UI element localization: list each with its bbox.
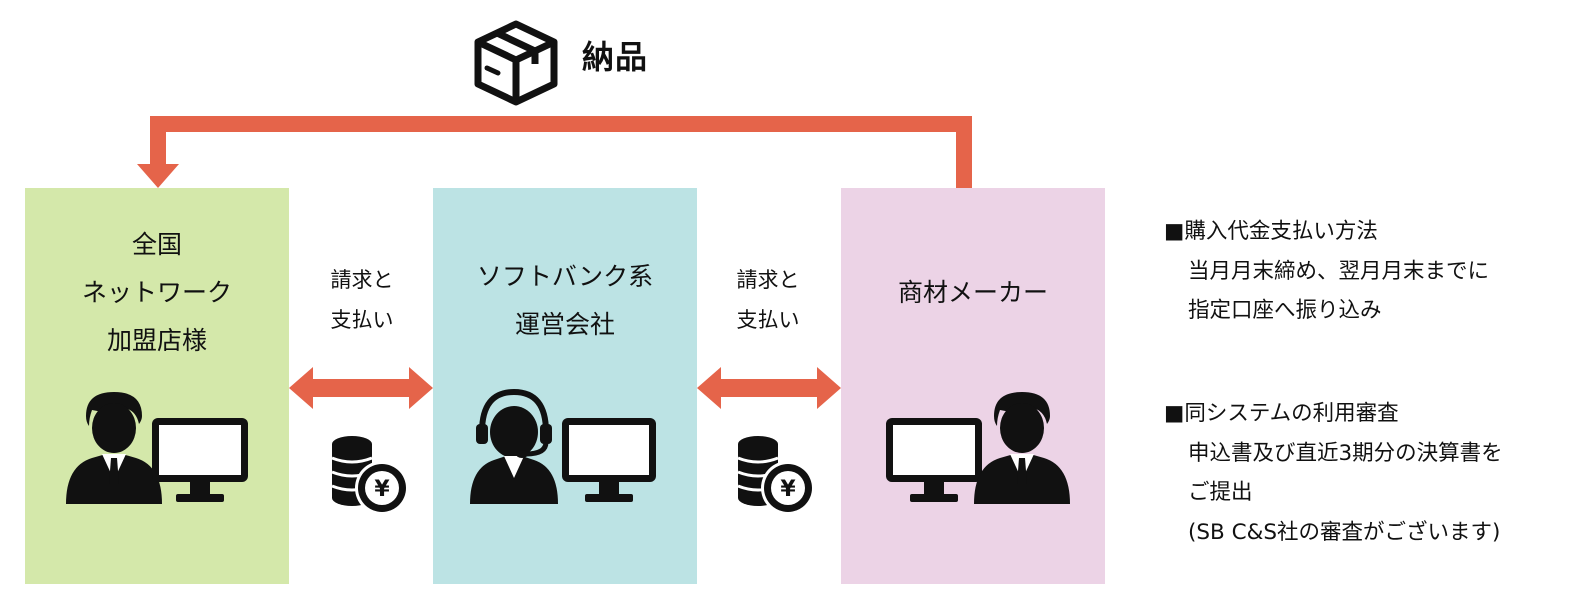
billing-label-line: 支払い: [736, 308, 800, 332]
operator-name: ソフトバンク系 運営会社: [433, 253, 697, 349]
dealer-name-line: 加盟店様: [106, 326, 207, 355]
yen-coins-icon: ¥: [331, 436, 409, 515]
maker-name-line: 商材メーカー: [897, 278, 1048, 307]
maker-name: 商材メーカー: [841, 269, 1105, 317]
dealer-name-line: ネットワーク: [81, 278, 232, 307]
operator-box-bg: [433, 188, 697, 584]
billing-label-line: 請求と: [330, 268, 394, 292]
screening-line: (SB C&S社の審査がございます): [1188, 519, 1501, 545]
billing-label-left: 請求と 支払い: [307, 260, 417, 340]
dealer-name-line: 全国: [131, 230, 182, 259]
operator-box: ソフトバンク系 運営会社: [433, 188, 697, 584]
screening-line: 申込書及び直近3期分の決算書を: [1188, 440, 1503, 466]
payment-method-heading: ■購入代金支払い方法: [1164, 219, 1378, 244]
screening-heading: ■同システムの利用審査: [1164, 401, 1399, 426]
payment-method-line: 指定口座へ振り込み: [1188, 298, 1382, 323]
screening-line: ご提出: [1188, 480, 1253, 505]
delivery-arrow: [150, 116, 972, 188]
businessman-at-computer-icon: [66, 392, 248, 504]
billing-label-line: 請求と: [736, 268, 800, 292]
dealer-box: 全国 ネットワーク 加盟店様: [25, 188, 289, 584]
payment-method-line: 当月月末締め、翌月月末までに: [1188, 258, 1490, 284]
billing-label-line: 支払い: [330, 308, 394, 332]
dealer-box-bg: [25, 188, 289, 584]
delivery-label: 納品: [582, 38, 649, 76]
svg-text:¥: ¥: [780, 477, 796, 502]
businessman-at-computer-icon: [886, 392, 1070, 504]
dealer-name: 全国 ネットワーク 加盟店様: [25, 221, 289, 365]
yen-coins-icon: ¥: [737, 436, 815, 515]
delivery-arrow-head: [137, 164, 179, 188]
operator-headset-at-computer-icon: [470, 388, 656, 504]
screening-info: ■同システムの利用審査 申込書及び直近3期分の決算書を ご提出 (SB C&S社…: [1164, 394, 1503, 552]
billing-arrow-left: [289, 367, 433, 409]
operator-name-line: 運営会社: [514, 310, 615, 339]
maker-box: 商材メーカー: [841, 188, 1105, 584]
operator-name-line: ソフトバンク系: [476, 262, 654, 291]
billing-label-right: 請求と 支払い: [713, 260, 823, 340]
billing-arrow-right: [697, 367, 841, 409]
svg-text:¥: ¥: [374, 477, 390, 502]
maker-box-bg: [841, 188, 1105, 584]
payment-method-info: ■購入代金支払い方法 当月月末締め、翌月月末までに 指定口座へ振り込み: [1164, 212, 1489, 331]
package-box-icon: [474, 20, 558, 106]
